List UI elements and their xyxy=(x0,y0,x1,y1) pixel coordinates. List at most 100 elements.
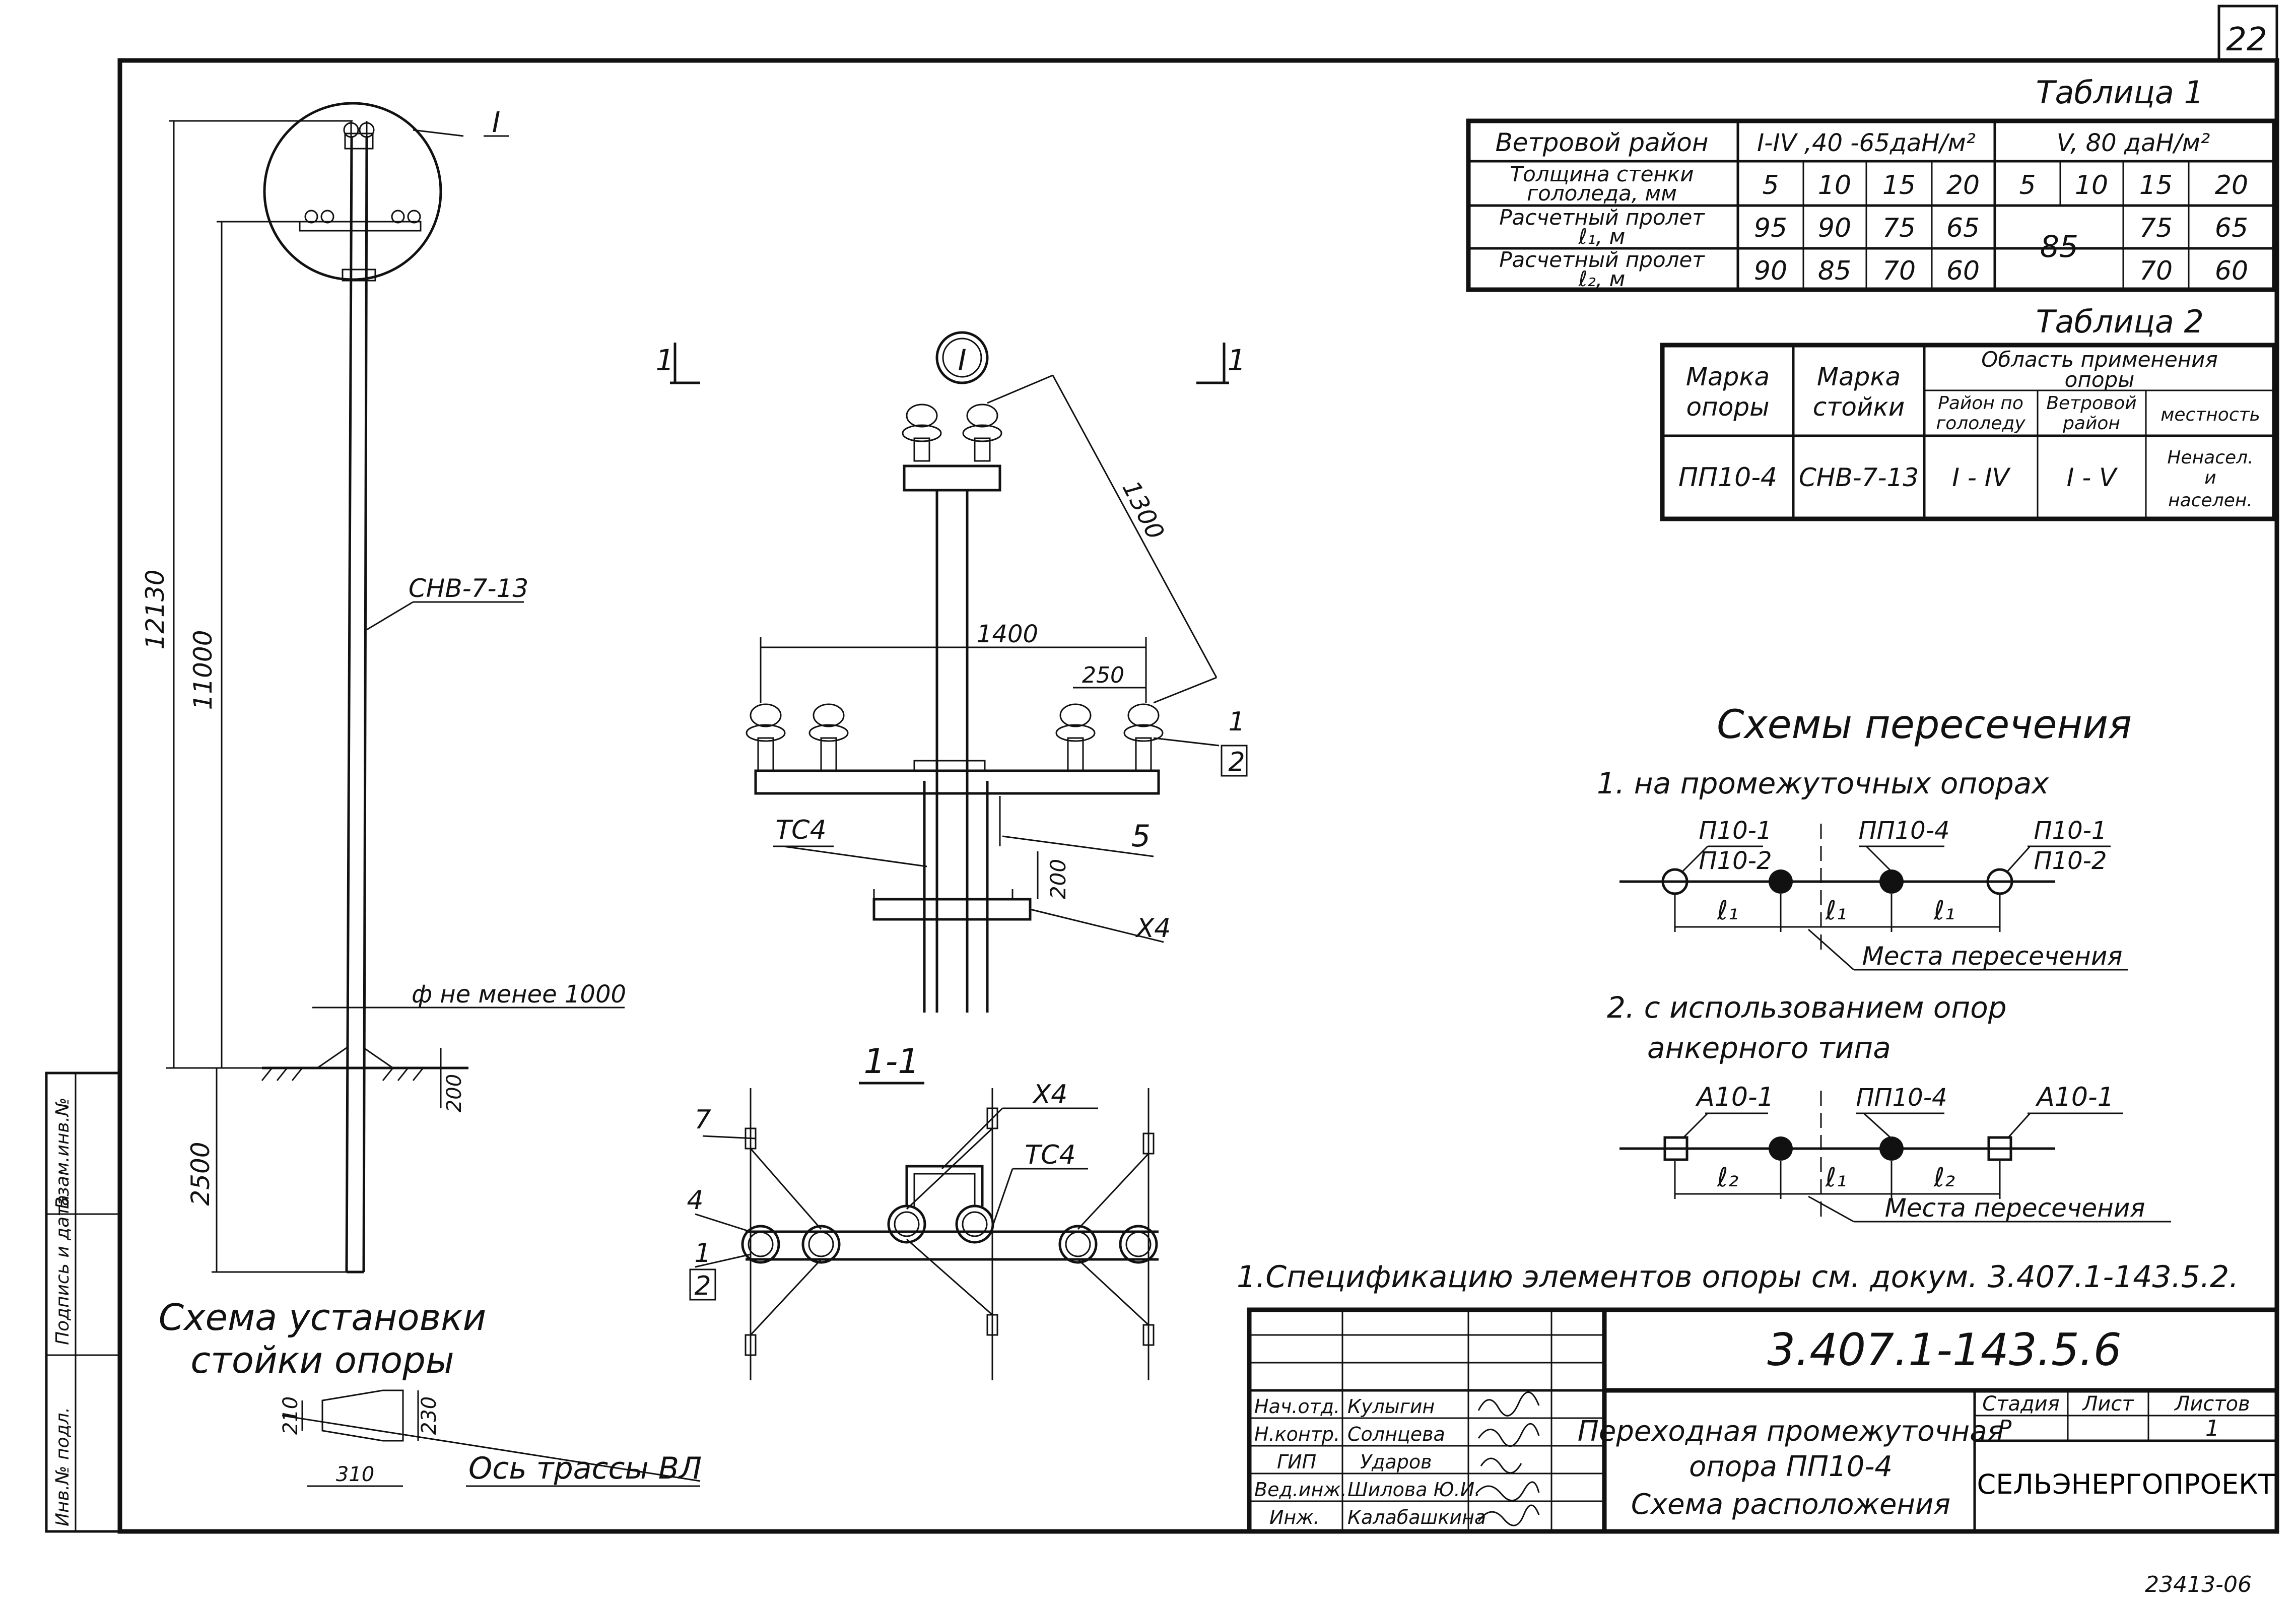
case2-span-2: ℓ₁ xyxy=(1825,1163,1847,1193)
case2-left: А10-1 xyxy=(1695,1082,1774,1112)
table2-sub-wind-a: Ветровой xyxy=(2046,393,2136,414)
section-mark-right: 1 xyxy=(1228,343,1246,377)
table1-region-a: I-IV ,40 -65даН/м² xyxy=(1757,129,1976,157)
role-1: Нач.отд. xyxy=(1254,1395,1340,1418)
crossing-case2-line2: анкерного типа xyxy=(1647,1031,1891,1065)
stage-value: Р xyxy=(1998,1416,2012,1441)
table2-sub-terrain: местность xyxy=(2160,405,2260,425)
stamp-replaced-inv: Взам.инв.№ xyxy=(52,1097,73,1209)
table1-cell: 70 xyxy=(2139,256,2173,286)
case2-mid: ПП10-4 xyxy=(1856,1084,1947,1112)
dim-210: 210 xyxy=(279,1396,302,1435)
doc-code: 3.407.1-143.5.6 xyxy=(1767,1324,2122,1376)
table1-cell: 85 xyxy=(1818,256,1851,286)
table2-col-support-b: опоры xyxy=(1686,392,1769,422)
table2-cell-support: ПП10-4 xyxy=(1678,462,1777,493)
side-stamp: Инв.№ подл. Подпись и дата Взам.инв.№ xyxy=(45,1072,121,1533)
table2-cell-terrain-b: и xyxy=(2204,467,2216,488)
callout-2-detail: 2 xyxy=(1228,747,1245,777)
table1-cell: 90 xyxy=(1818,213,1851,243)
plan-title: 1-1 xyxy=(863,1042,919,1082)
case1-mid: ПП10-4 xyxy=(1858,817,1949,845)
table1-cell: 75 xyxy=(2139,213,2173,243)
sheet-header: Лист xyxy=(2081,1392,2134,1416)
table1-cell: 5 xyxy=(1762,170,1779,200)
dim-1400: 1400 xyxy=(977,620,1038,648)
name-2: Солнцева xyxy=(1347,1423,1445,1445)
crossing-schemes: Схемы пересечения 1. на промежуточных оп… xyxy=(1597,702,2171,1223)
case1-right-bottom: П10-2 xyxy=(2034,847,2107,875)
table1-cell: 65 xyxy=(2215,213,2248,243)
table2-col-post-b: стойки xyxy=(1813,392,1905,422)
pole-installation-view: I СНВ-7-13 xyxy=(141,102,626,1381)
table1-cell: 20 xyxy=(2215,170,2248,200)
detail-view-mark: I xyxy=(958,343,966,377)
case2-span-3: ℓ₂ xyxy=(1933,1163,1955,1193)
stage-header: Стадия xyxy=(1982,1392,2059,1416)
callout-7: 7 xyxy=(694,1105,711,1135)
sheet-frame: 22 23413-06 xyxy=(117,5,2279,1597)
table1-row1-label-a: Толщина стенки xyxy=(1510,162,1694,186)
signatures xyxy=(1475,1391,1540,1526)
table-1: Таблица 1 Ветровой район I-IV ,40 -65даН… xyxy=(1466,74,2277,292)
table2-col-post-a: Марка xyxy=(1817,362,1901,391)
pole-caption-line1: Схема установки xyxy=(159,1296,487,1338)
table2-col-area-a: Область применения xyxy=(1981,347,2217,372)
archive-number: 23413-06 xyxy=(2145,1572,2252,1597)
table1-cell: 5 xyxy=(2019,170,2036,200)
sheets-value: 1 xyxy=(2205,1416,2219,1441)
axis-sketch: 210 230 310 Ось трассы ВЛ xyxy=(279,1389,702,1487)
role-4: Вед.инж. xyxy=(1254,1479,1347,1501)
stamp-signature-date: Подпись и дата xyxy=(52,1195,73,1345)
table1-cell: 10 xyxy=(1818,170,1851,200)
table2-cell-terrain-c: населен. xyxy=(2168,490,2253,511)
table1-cell: 15 xyxy=(2139,170,2173,200)
case1-left-top: П10-1 xyxy=(1699,817,1772,845)
table1-row1-label-b: гололеда, мм xyxy=(1527,181,1677,206)
dim-310: 310 xyxy=(336,1463,374,1486)
callout-2-plan: 2 xyxy=(694,1271,711,1301)
table1-cell: 60 xyxy=(1946,256,1980,286)
table1-cell: 90 xyxy=(1754,256,1787,286)
axis-label: Ось трассы ВЛ xyxy=(468,1451,702,1486)
callout-x4-detail: Х4 xyxy=(1135,913,1171,944)
post-label: СНВ-7-13 xyxy=(409,574,528,603)
table2-cell-wind: I - V xyxy=(2067,463,2119,492)
case1-left-bottom: П10-2 xyxy=(1699,847,1772,875)
case1-right-top: П10-1 xyxy=(2034,817,2107,845)
table1-title: Таблица 1 xyxy=(2036,74,2204,111)
name-1: Кулыгин xyxy=(1347,1395,1435,1418)
crossing-case2-line1: 2. с использованием опор xyxy=(1607,990,2007,1025)
callout-1-detail: 1 xyxy=(1228,707,1245,737)
table1-row3-label-a: Расчетный пролет xyxy=(1499,247,1705,272)
tc4-detail: ТС4 xyxy=(775,815,826,845)
table1-cell: 85 xyxy=(2040,229,2078,264)
detail-circle xyxy=(263,102,442,281)
title-name-line1: Переходная промежуточная xyxy=(1578,1415,2004,1448)
role-5: Инж. xyxy=(1269,1506,1320,1528)
case1-span-2: ℓ₁ xyxy=(1825,896,1847,926)
plan-view-1-1: 1-1 xyxy=(687,1042,1159,1380)
callout-5: 5 xyxy=(1131,819,1151,854)
title-block: 3.407.1-143.5.6 Переходная промежуточная… xyxy=(1247,1307,2279,1534)
tc4-plan: ТС4 xyxy=(1025,1140,1075,1170)
table2-cell-ice: I - IV xyxy=(1952,463,2011,492)
pit-diameter-note: ф не менее 1000 xyxy=(412,980,626,1009)
crossing-case1: 1. на промежуточных опорах xyxy=(1597,766,2049,800)
table1-cell: 75 xyxy=(1882,213,1916,243)
callout-x4-plan: Х4 xyxy=(1032,1080,1068,1110)
case2-span-1: ℓ₂ xyxy=(1717,1163,1738,1193)
case1-span-3: ℓ₁ xyxy=(1933,896,1955,926)
table1-cell: 15 xyxy=(1882,170,1916,200)
table2-sub-ice-a: Район по xyxy=(1938,393,2023,414)
dim-2500: 2500 xyxy=(186,1142,215,1206)
table2-title: Таблица 2 xyxy=(2036,303,2204,340)
org-name: СЕЛЬЭНЕРГОПРОЕКТ xyxy=(1977,1468,2275,1500)
dim-230: 230 xyxy=(418,1396,441,1435)
page-number: 22 xyxy=(2226,21,2267,58)
callout-4: 4 xyxy=(687,1185,703,1216)
table1-header-col: Ветровой район xyxy=(1495,128,1708,157)
dim-11000: 11000 xyxy=(188,630,218,710)
pole-caption-line2: стойки опоры xyxy=(190,1339,454,1381)
